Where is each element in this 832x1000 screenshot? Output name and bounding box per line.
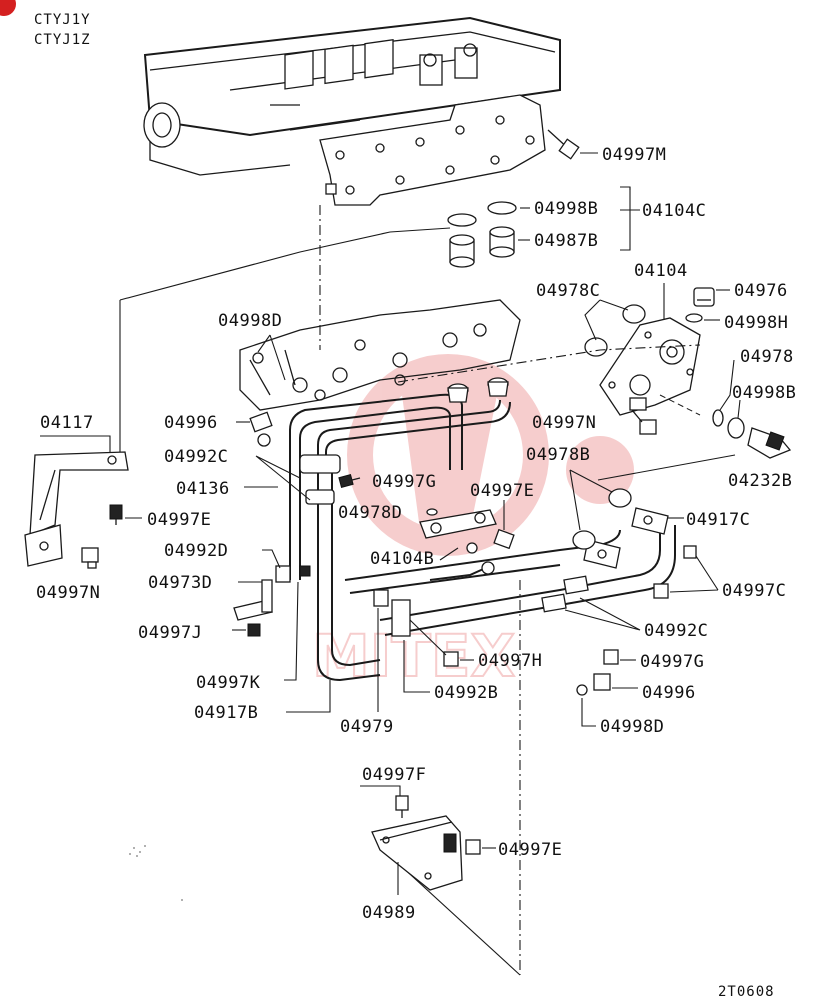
label-04997H: 04997H bbox=[478, 651, 542, 671]
oil-pipes bbox=[289, 377, 511, 580]
label-04104C: 04104C bbox=[642, 201, 706, 221]
clamp-04992D bbox=[275, 565, 311, 583]
label-04997E-mid: 04997E bbox=[470, 481, 534, 501]
bolt-04997N-mid bbox=[631, 409, 657, 435]
bolt-04997G-mid bbox=[338, 474, 361, 488]
label-04998D-bottom: 04998D bbox=[600, 717, 664, 737]
bolt-04996-right bbox=[593, 673, 611, 691]
label-04232B: 04232B bbox=[728, 471, 792, 491]
label-04998B-right: 04998B bbox=[732, 383, 796, 403]
label-04104: 04104 bbox=[634, 261, 688, 281]
label-04992C-right: 04992C bbox=[644, 621, 708, 641]
bolt-04997G-right bbox=[603, 649, 619, 665]
oring-04998H bbox=[685, 313, 703, 323]
label-04992D: 04992D bbox=[164, 541, 228, 561]
label-04997M: 04997M bbox=[602, 145, 666, 165]
label-04989: 04989 bbox=[362, 903, 416, 923]
engine-block-rear bbox=[239, 299, 521, 411]
bolt-04997H bbox=[443, 651, 459, 667]
label-04978D: 04978D bbox=[338, 503, 402, 523]
label-04992B: 04992B bbox=[434, 683, 498, 703]
label-04997N-left: 04997N bbox=[36, 583, 100, 603]
bolts-04997C bbox=[653, 545, 697, 599]
gasket-04978D bbox=[426, 508, 438, 516]
bolt-04997J bbox=[247, 623, 261, 637]
label-04987B: 04987B bbox=[534, 231, 598, 251]
label-04998D-top: 04998D bbox=[218, 311, 282, 331]
model-code-1: CTYJ1Y bbox=[34, 12, 91, 28]
bolt-04997F bbox=[395, 795, 409, 818]
label-04997E-bottom: 04997E bbox=[498, 840, 562, 860]
bolt-04997E-bottom bbox=[465, 839, 481, 855]
clamp-04979 bbox=[373, 589, 411, 637]
bracket-04973D bbox=[233, 579, 273, 621]
label-04976: 04976 bbox=[734, 281, 788, 301]
bolt-04997N-left bbox=[81, 547, 99, 569]
model-code-2: CTYJ1Z bbox=[34, 32, 91, 48]
label-04117: 04117 bbox=[40, 413, 94, 433]
corner-logo bbox=[0, 0, 16, 16]
label-04104B: 04104B bbox=[370, 549, 434, 569]
washer-04998D-a bbox=[252, 352, 264, 364]
label-04978C: 04978C bbox=[536, 281, 600, 301]
label-04997E-left: 04997E bbox=[147, 510, 211, 530]
scan-speckle bbox=[129, 845, 183, 901]
label-04997C: 04997C bbox=[722, 581, 786, 601]
bracket-04117 bbox=[24, 451, 129, 567]
gasket-04978B-b bbox=[572, 530, 596, 550]
label-04997J: 04997J bbox=[138, 623, 202, 643]
bolt-04996-left bbox=[249, 411, 273, 447]
bolt-04997E-left bbox=[109, 504, 123, 525]
engine-manifold bbox=[143, 16, 561, 176]
label-04979: 04979 bbox=[340, 717, 394, 737]
sensor-04232B bbox=[747, 427, 792, 459]
cover-plate bbox=[319, 94, 546, 206]
label-04997G-mid: 04997G bbox=[372, 472, 436, 492]
label-04997K: 04997K bbox=[196, 673, 261, 693]
hose-04917B bbox=[299, 454, 676, 682]
figure-code: 2T0608 bbox=[718, 984, 775, 1000]
label-04997N-mid: 04997N bbox=[532, 413, 596, 433]
label-04997F: 04997F bbox=[362, 765, 426, 785]
plug-04976 bbox=[693, 287, 715, 307]
bolt-04997E-mid bbox=[493, 528, 515, 550]
label-04992C-left: 04992C bbox=[164, 447, 228, 467]
orings-plugs bbox=[447, 201, 517, 268]
label-04978B: 04978B bbox=[526, 445, 590, 465]
label-04973D: 04973D bbox=[148, 573, 212, 593]
label-04917B: 04917B bbox=[194, 703, 258, 723]
label-04917C: 04917C bbox=[686, 510, 750, 530]
washer-04998D-b bbox=[576, 684, 588, 696]
bolt-04997M bbox=[547, 129, 580, 160]
gasket-04978 bbox=[712, 409, 724, 427]
label-04996-right: 04996 bbox=[642, 683, 696, 703]
label-04978: 04978 bbox=[740, 347, 794, 367]
gasket-04978C-b bbox=[584, 337, 608, 357]
gasket-04978B-a bbox=[608, 488, 632, 508]
oring-04998B-right bbox=[727, 417, 745, 439]
flange-04104B bbox=[419, 509, 497, 581]
bracket-04989 bbox=[371, 815, 463, 891]
label-04998H: 04998H bbox=[724, 313, 788, 333]
label-04996-left: 04996 bbox=[164, 413, 218, 433]
oil-filter-bracket bbox=[599, 317, 701, 416]
label-04998B-top: 04998B bbox=[534, 199, 598, 219]
gasket-04978C-a bbox=[622, 304, 646, 324]
label-04997G-right: 04997G bbox=[640, 652, 704, 672]
label-04136: 04136 bbox=[176, 479, 230, 499]
bracket-04917C bbox=[583, 507, 669, 569]
